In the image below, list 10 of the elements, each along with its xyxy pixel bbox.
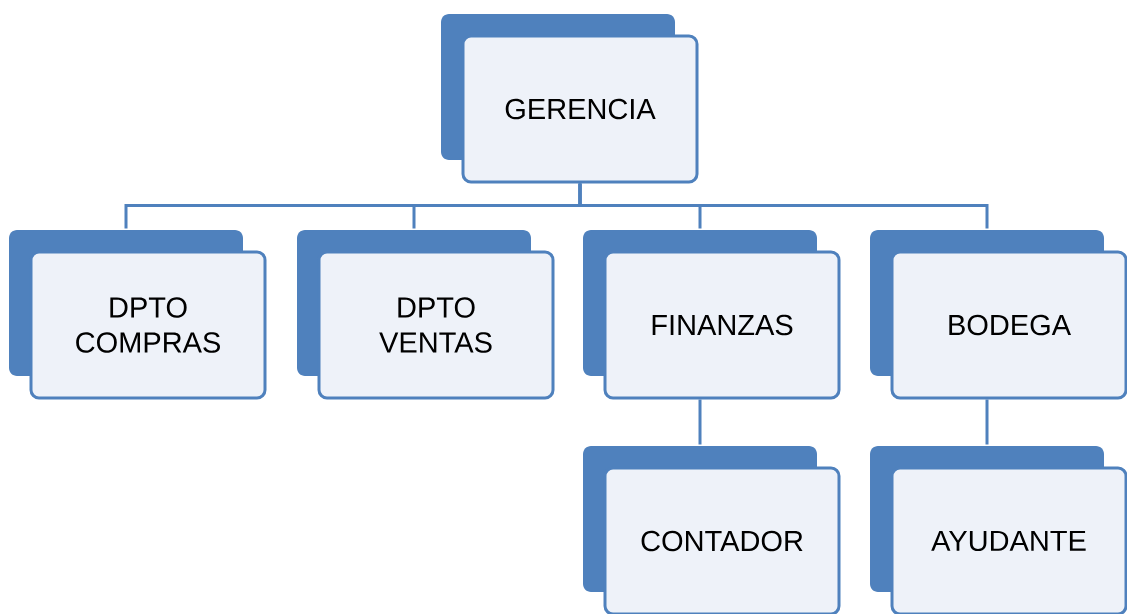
org-box: BODEGA <box>870 230 1127 400</box>
org-box: GERENCIA <box>441 14 699 184</box>
org-box: FINANZAS <box>583 230 841 400</box>
connector-line <box>698 399 702 445</box>
connector-line <box>578 183 989 229</box>
org-box: AYUDANTE <box>870 446 1127 614</box>
connector-line <box>985 399 989 445</box>
org-box: DPTO COMPRAS <box>9 230 267 400</box>
org-box: CONTADOR <box>583 446 841 614</box>
org-box: DPTO VENTAS <box>297 230 555 400</box>
